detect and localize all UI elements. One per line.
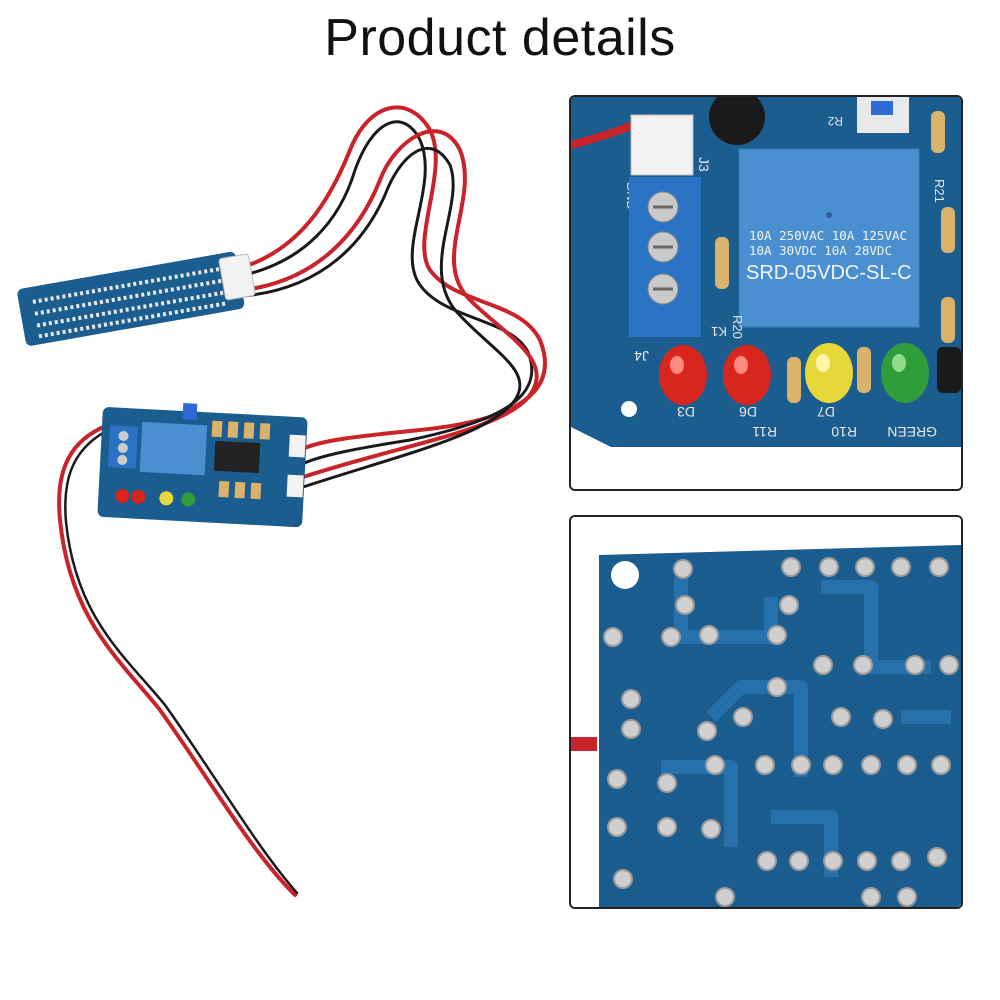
product-photo [17, 105, 547, 897]
label-d7: D7 [817, 404, 835, 420]
control-board [97, 403, 308, 528]
component-closeup: J3 GND J4 K1 10A 250VAC 10A 125VAC 10A 3… [569, 95, 963, 491]
label-k1: K1 [711, 324, 727, 339]
sensor-wires [57, 105, 547, 897]
label-r2: R2 [827, 114, 843, 128]
relay-rating-2: 10A 30VDC 10A 28VDC [749, 243, 892, 258]
label-r21: R21 [932, 179, 947, 203]
relay-model: SRD-05VDC-SL-C [746, 262, 912, 284]
solder-side-closeup [569, 515, 963, 909]
relay-rating-1: 10A 250VAC 10A 125VAC [749, 228, 907, 243]
page-title: Product details [324, 9, 676, 67]
label-r11: R11 [752, 424, 777, 440]
label-j4: J4 [634, 348, 649, 364]
label-green: GREEN [887, 424, 937, 440]
label-j3: J3 [696, 157, 712, 172]
moisture-probe [17, 251, 256, 346]
label-d6: D6 [739, 404, 757, 420]
label-d3: D3 [677, 404, 695, 420]
label-r20: R20 [730, 315, 745, 339]
label-r10: R10 [831, 424, 857, 440]
